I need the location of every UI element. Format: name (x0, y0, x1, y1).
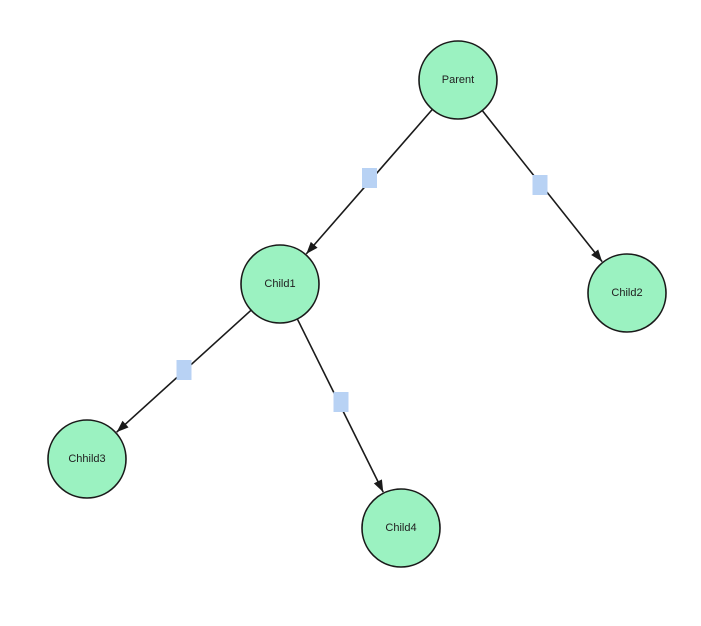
node-label: Child2 (611, 287, 642, 299)
node-circle[interactable] (361, 488, 441, 568)
node-circle[interactable] (587, 253, 667, 333)
node-circle[interactable] (47, 419, 127, 499)
node-circle[interactable] (240, 244, 320, 324)
node-child1[interactable]: Child1 (240, 244, 320, 324)
node-child2[interactable]: Child2 (587, 253, 667, 333)
node-child4[interactable]: Child4 (361, 488, 441, 568)
node-label: Chhild3 (68, 453, 105, 465)
node-label: Parent (442, 74, 474, 86)
edge-handle-child1-chhild3[interactable] (176, 360, 192, 380)
edge-handle-parent-child1[interactable] (362, 168, 377, 188)
node-label: Child4 (385, 522, 416, 534)
edge-handles-layer (176, 168, 548, 412)
node-chhild3[interactable]: Chhild3 (47, 419, 127, 499)
edge-handle-child1-child4[interactable] (333, 392, 349, 412)
node-circle[interactable] (418, 40, 498, 120)
edge-handle-parent-child2[interactable] (532, 175, 548, 195)
node-parent[interactable]: Parent (418, 40, 498, 120)
edges-layer (116, 108, 603, 493)
node-label: Child1 (264, 278, 295, 290)
